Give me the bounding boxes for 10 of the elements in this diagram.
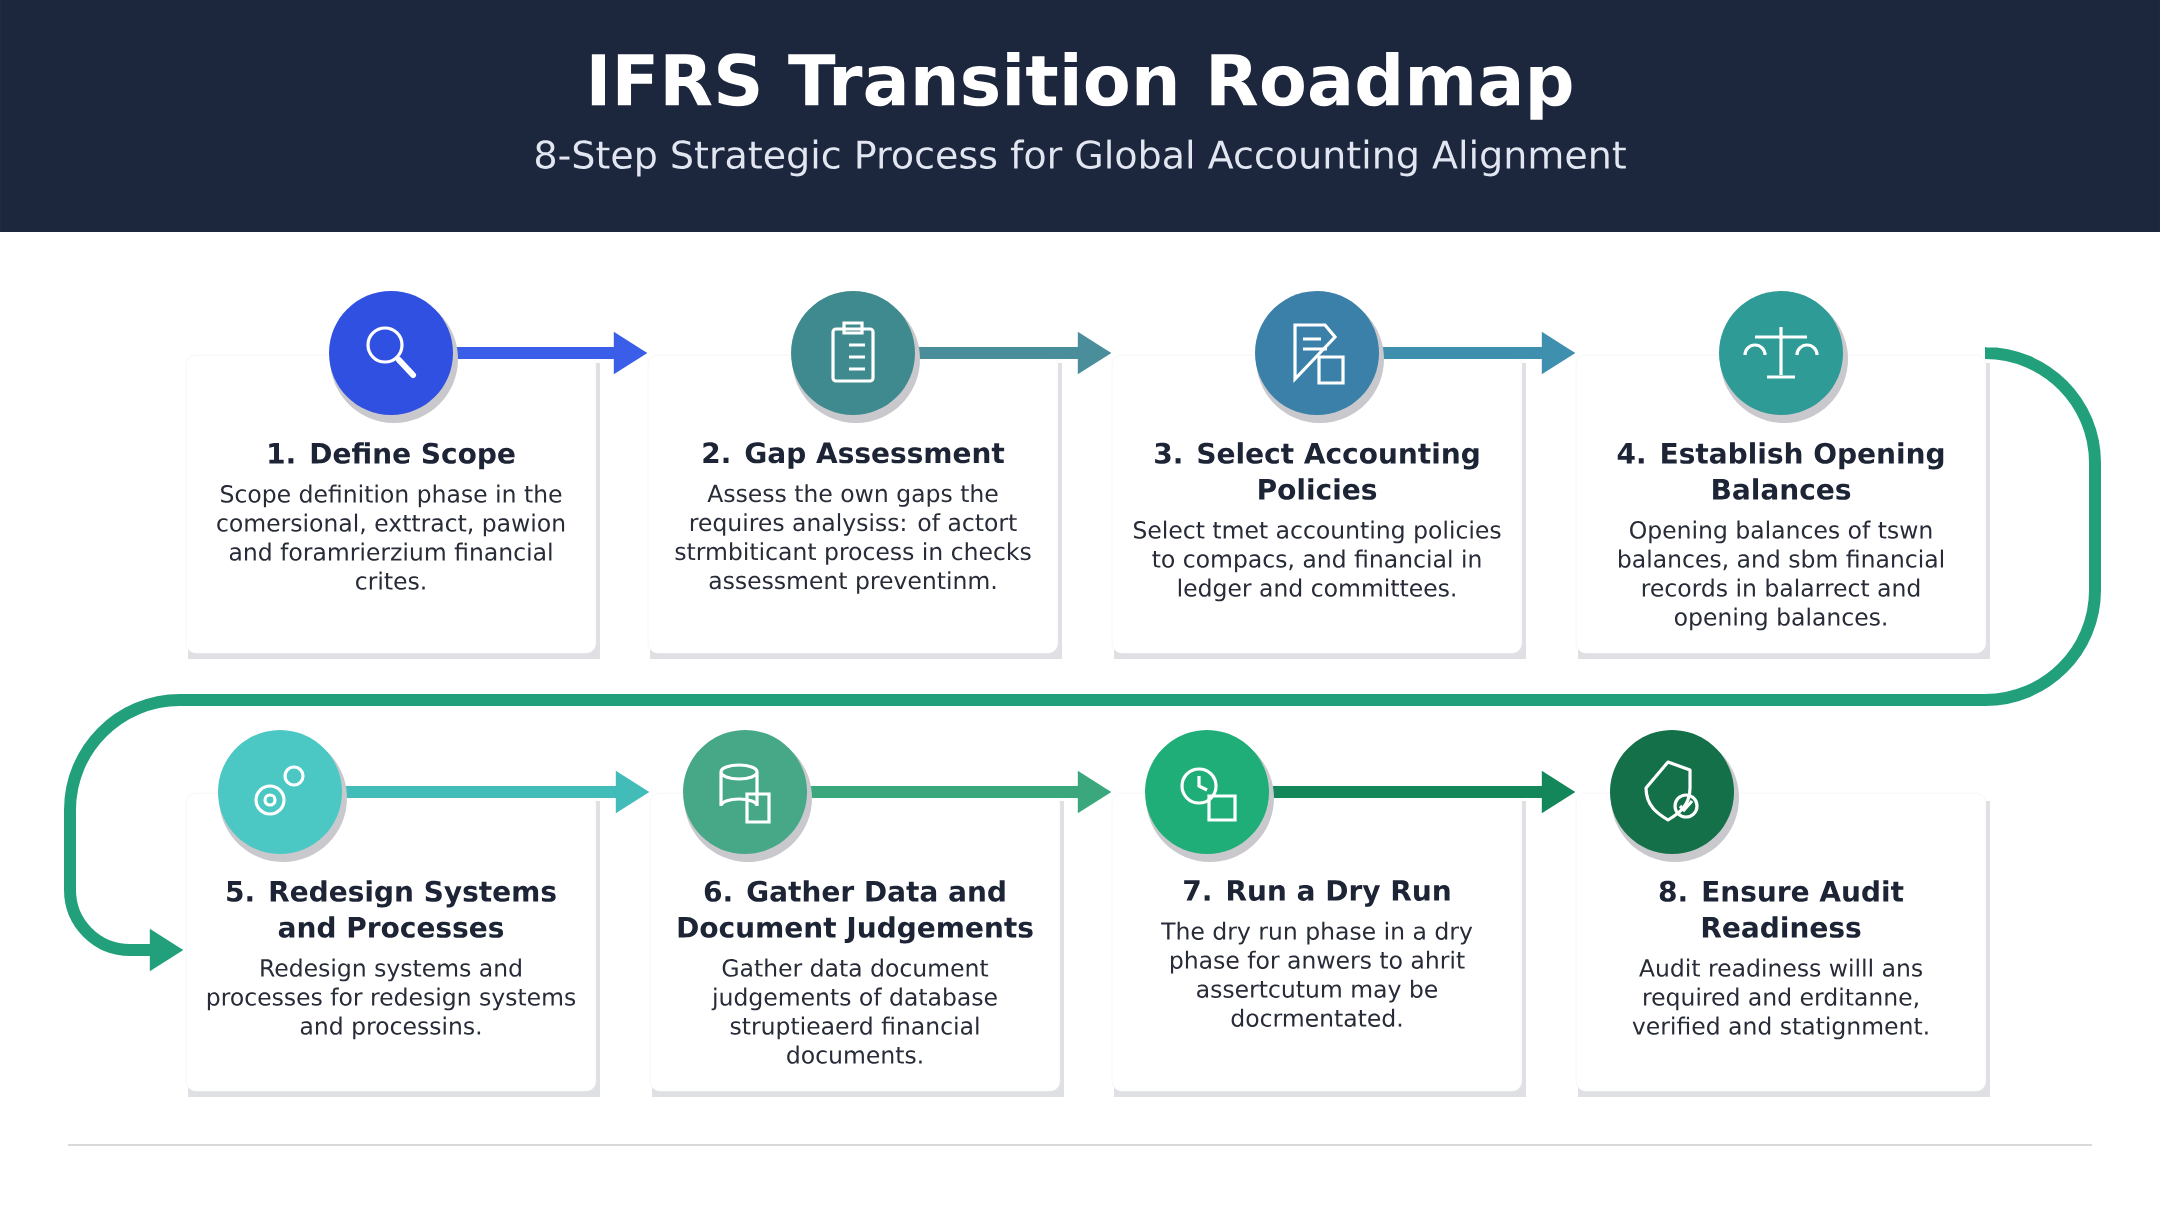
subtitle: 8-Step Strategic Process for Global Accounting Alignment bbox=[536, 139, 1626, 177]
step-card: 2. Gap Assessment Assess the own gaps the requires analysiss: of actort strmbiticant process in checks assessment preventinm. bbox=[647, 355, 1062, 659]
step-card: 1. Define Scope Scope definition phase in the comersional, exttract, pawion and foramrierzium financial crites. bbox=[185, 355, 600, 659]
step-card: 3. Select Accounting Policies Select tmet accounting policies to compacs, and financial in ledger and committees. bbox=[1111, 355, 1526, 659]
step-card: 4. Establish Opening Balances Opening balances of tswn balances, and sbm financial records in balarrect and opening balances. bbox=[1575, 355, 1990, 659]
step-card: 5. Redesign Systems and Processes Redesign systems and processes for redesign systems and processins. bbox=[185, 793, 600, 1097]
step-card: 7. Run a Dry Run The dry run phase in a dry phase for anwers to ahrit assertcutum may be docrmentated. bbox=[1111, 793, 1526, 1097]
step-card: 6. Gather Data and Document Judgements Gather data document judgements of database struptieaerd financial documents. bbox=[649, 793, 1064, 1097]
title: IFRS Transition Roadmap bbox=[591, 52, 1572, 120]
step-card: 8. Ensure Audit Readiness Audit readiness willl ans required and erditanne, verified and statignment. bbox=[1575, 793, 1990, 1097]
